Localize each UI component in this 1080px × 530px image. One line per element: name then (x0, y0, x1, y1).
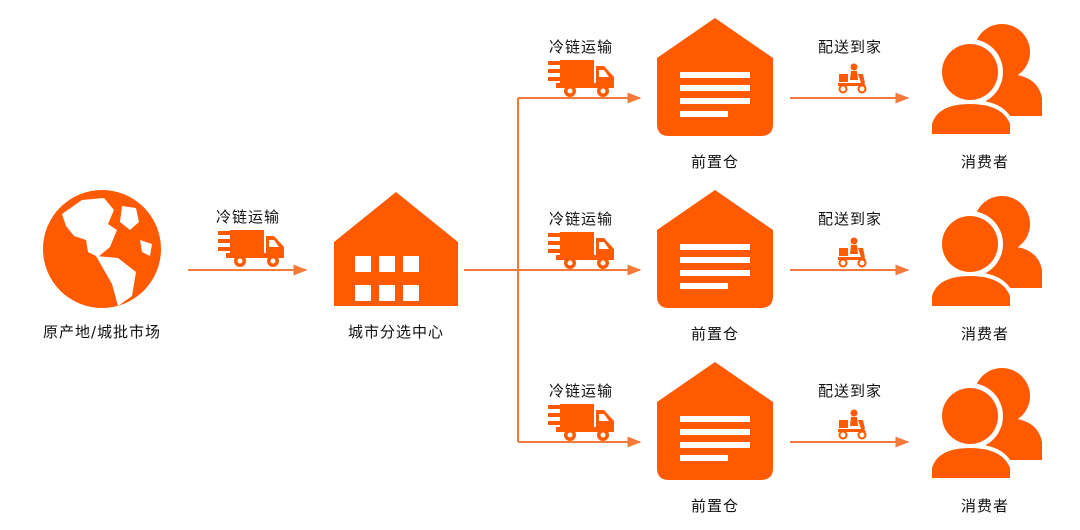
delivery-label: 配送到家 (817, 382, 883, 400)
transport-label: 冷链运输 (548, 210, 614, 228)
truck-icon (548, 404, 614, 441)
transport-label: 冷链运输 (548, 38, 614, 56)
people-icon (928, 196, 1042, 310)
warehouse-label: 前置仓 (690, 325, 740, 343)
transport-label: 冷链运输 (215, 208, 281, 226)
consumer-label: 消费者 (960, 153, 1010, 171)
people-icon (928, 368, 1042, 482)
warehouse-icon (334, 192, 458, 306)
consumer-label: 消费者 (960, 325, 1010, 343)
delivery-label: 配送到家 (817, 210, 883, 228)
delivery-label: 配送到家 (817, 38, 883, 56)
truck-icon (548, 232, 614, 269)
center-label: 城市分选中心 (347, 323, 445, 341)
globe-icon (43, 190, 161, 308)
people-icon (928, 24, 1042, 138)
delivery-scooter-icon (837, 236, 867, 268)
truck-icon (548, 60, 614, 97)
delivery-scooter-icon (837, 408, 867, 440)
warehouse-label: 前置仓 (690, 497, 740, 515)
delivery-scooter-icon (837, 62, 867, 94)
truck-icon (218, 230, 284, 267)
transport-label: 冷链运输 (548, 382, 614, 400)
source-label: 原产地/城批市场 (42, 323, 162, 341)
front-warehouse-icon (657, 18, 773, 136)
front-warehouse-icon (657, 190, 773, 308)
consumer-label: 消费者 (960, 497, 1010, 515)
front-warehouse-icon (657, 362, 773, 480)
warehouse-label: 前置仓 (690, 153, 740, 171)
